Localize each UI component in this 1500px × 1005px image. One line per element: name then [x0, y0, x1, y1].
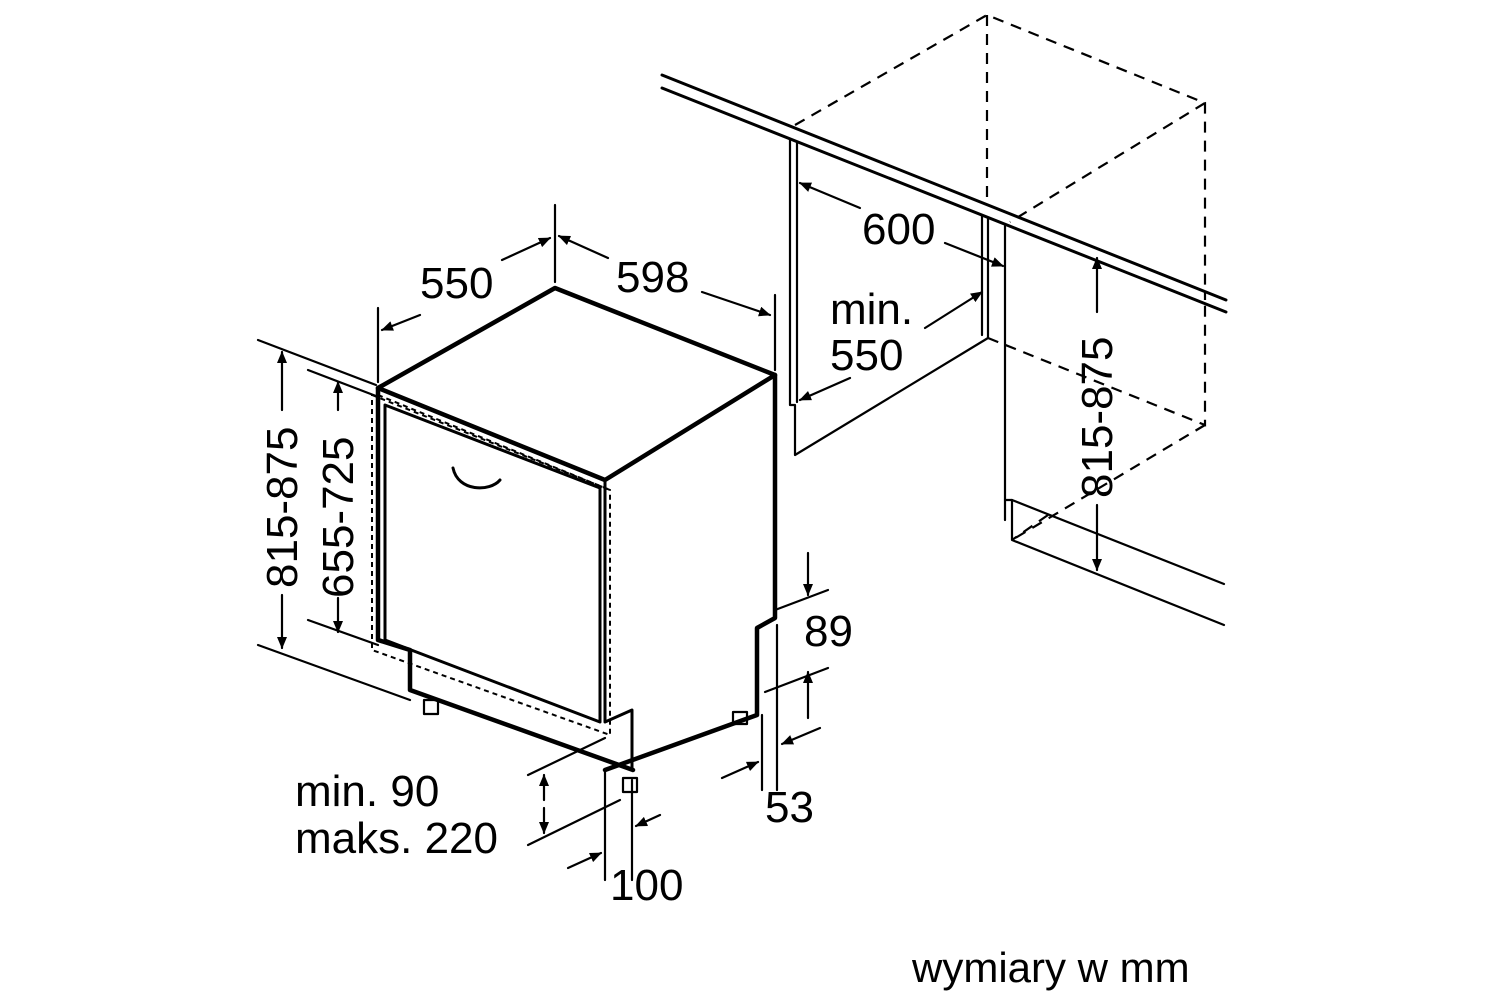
door-side-edge	[603, 478, 634, 772]
plinth-max-label: maks. 220	[295, 814, 498, 863]
niche-depth-arrow-top	[923, 290, 984, 330]
niche-min-depth-label-2: 550	[830, 331, 903, 380]
foot-front-right	[621, 776, 639, 794]
ext-door-bottom	[306, 618, 380, 647]
ext-door-top	[306, 368, 378, 398]
dishwasher-top	[375, 285, 778, 483]
niche-floor-corner	[1011, 514, 1049, 541]
side-notch	[755, 616, 777, 630]
foot-offset-arrow-left	[720, 760, 760, 780]
right-cabinet-plinth	[1003, 498, 1226, 627]
niche-width-arrow-left	[798, 181, 862, 210]
foot-offset-label: 53	[765, 783, 814, 832]
countertop-edge-bottom	[660, 86, 1228, 314]
niche-drawing	[660, 13, 1228, 627]
door-handle	[451, 466, 502, 490]
upper-cabinet-diagonal	[1009, 102, 1206, 223]
foot-back-right	[731, 710, 749, 726]
door-offset-label: 100	[610, 861, 683, 910]
depth-label: 550	[420, 259, 493, 308]
door-offset-arrow-right	[634, 813, 662, 828]
foot-front-left	[422, 698, 440, 716]
upper-cabinet-outline	[794, 13, 1207, 300]
width-label: 598	[616, 253, 689, 302]
ext-plinth-top	[526, 736, 607, 777]
units-caption: wymiary w mm	[911, 944, 1190, 991]
depth-arrow-left	[380, 313, 422, 332]
niche-height-label: 815-875	[1073, 337, 1122, 498]
foot-offset-arrow-right	[780, 726, 822, 746]
countertop-edge-top	[660, 73, 1228, 302]
depth-arrow-right	[500, 236, 552, 262]
niche-width-label: 600	[862, 205, 935, 254]
dishwasher-front-outline	[375, 385, 636, 773]
ext-height-bottom	[256, 643, 412, 702]
niche-width-arrow-right	[943, 241, 1005, 268]
door-height-label: 655-725	[314, 437, 363, 598]
ext-plinth89-bottom	[763, 666, 830, 694]
niche-min-depth-label-1: min.	[830, 285, 913, 334]
dishwasher-door	[383, 403, 602, 724]
dishwasher-drawing	[256, 203, 830, 882]
niche-depth-arrow-bottom	[798, 376, 852, 402]
ext-plinth89-top	[773, 588, 830, 612]
floor-line-right	[1010, 498, 1226, 586]
ext-plinth-bottom	[526, 798, 622, 847]
width-arrow-left	[557, 234, 610, 260]
appliance-height-label: 815-875	[258, 427, 307, 588]
plinth-min-label: min. 90	[295, 767, 439, 816]
door-offset-arrow-left	[566, 851, 603, 870]
door-decor-outline	[371, 393, 611, 737]
door-decor-top	[377, 394, 611, 491]
ext-height-top	[256, 338, 378, 387]
plinth-height-label: 89	[804, 607, 853, 656]
left-cabinet-side	[788, 138, 990, 457]
width-arrow-right	[700, 290, 772, 317]
